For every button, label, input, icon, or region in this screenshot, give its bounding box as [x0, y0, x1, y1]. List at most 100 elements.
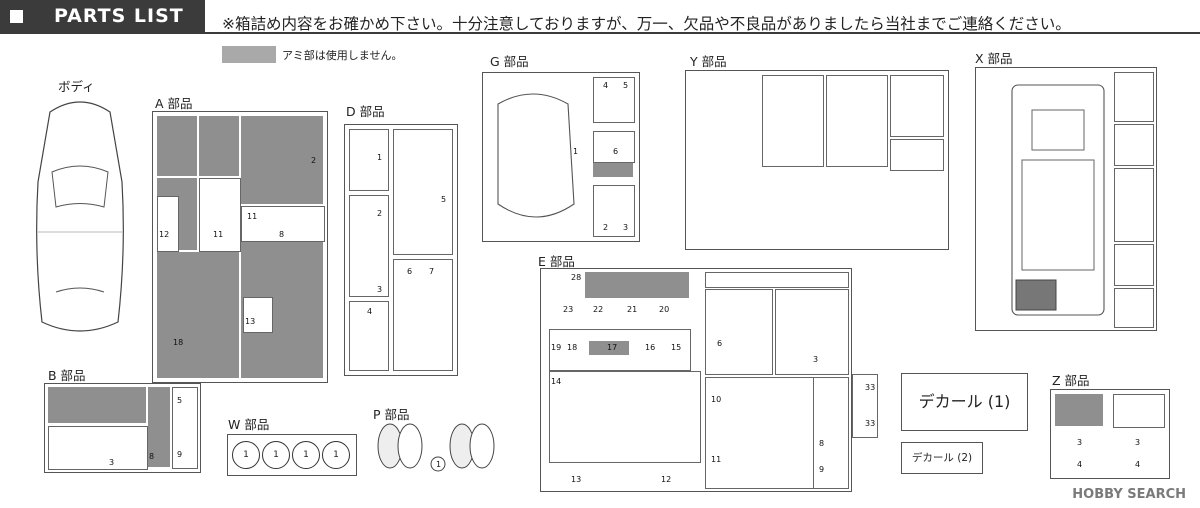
z-parts-label: Z 部品 — [1052, 373, 1090, 388]
y-part-cell — [826, 75, 888, 167]
part-number: 6 — [717, 339, 723, 348]
z-parts-runner: 3 3 4 4 — [1050, 389, 1170, 479]
x-part-cell — [1114, 168, 1154, 242]
part-number: 19 — [551, 343, 562, 352]
part-number: 13 — [571, 475, 582, 484]
part-number: 11 — [247, 212, 258, 221]
e-part-cell — [705, 272, 849, 288]
e-part-cell — [705, 377, 827, 489]
y-part-cell — [762, 75, 824, 167]
a-part-cell — [241, 206, 325, 242]
part-number: 1 — [377, 153, 383, 162]
d-parts-label: D 部品 — [346, 104, 385, 119]
d-part-cell — [349, 301, 389, 371]
g-part-cell — [593, 185, 635, 237]
p-tires-drawing — [377, 423, 495, 472]
part-number: 5 — [177, 396, 183, 405]
part-number: 12 — [661, 475, 672, 484]
part-number: 3 — [623, 223, 629, 232]
part-number: 14 — [551, 377, 562, 386]
part-number: 6 — [613, 147, 619, 156]
a-part-cell — [199, 178, 241, 252]
e-part-clear-piece: 33 33 — [852, 374, 878, 438]
part-number: 1 — [573, 147, 579, 156]
part-number: 17 — [607, 343, 618, 352]
part-number: 9 — [177, 450, 183, 459]
x-chassis-drawing — [1011, 84, 1105, 316]
z-part-cell — [1055, 394, 1103, 426]
a-parts-runner: 12 11 2 11 8 13 18 — [152, 111, 328, 383]
g-part-cell — [593, 131, 635, 163]
e-parts-label: E 部品 — [538, 254, 575, 269]
w-wheel: 1 — [292, 441, 320, 469]
d-part-cell — [393, 129, 453, 255]
y-part-cell — [890, 75, 944, 137]
brand-watermark: HOBBY SEARCH — [1072, 487, 1186, 502]
page-title: PARTS LIST — [54, 5, 184, 27]
a-part-cell — [157, 196, 179, 252]
decal-2-box: デカール (2) — [901, 442, 983, 474]
header-bar — [0, 0, 205, 34]
a-part-cell — [241, 116, 323, 204]
part-number: 8 — [819, 439, 825, 448]
b-parts-label: B 部品 — [48, 368, 86, 383]
b-part-cell — [48, 426, 148, 470]
part-number: 9 — [819, 465, 825, 474]
p-parts-label: P 部品 — [373, 407, 410, 422]
header-note: ※箱詰め内容をお確かめ下さい。十分注意しておりますが、万一、欠品や不良品がありま… — [222, 15, 1071, 33]
a-part-cell — [243, 297, 273, 333]
x-part-cell — [1114, 124, 1154, 166]
x-parts-label: X 部品 — [975, 51, 1013, 66]
part-number: 20 — [659, 305, 670, 314]
y-parts-label: Y 部品 — [690, 54, 727, 69]
a-parts-label: A 部品 — [155, 96, 193, 111]
part-number: 28 — [571, 273, 582, 282]
part-number: 18 — [173, 338, 184, 347]
x-part-cell — [1114, 244, 1154, 286]
e-part-cell — [589, 341, 629, 355]
part-number: 23 — [563, 305, 574, 314]
a-part-cell — [157, 116, 197, 176]
decal-1-box: デカール (1) — [901, 373, 1028, 431]
part-number: 4 — [1077, 460, 1083, 469]
z-part-cell — [1113, 394, 1165, 428]
w-wheel: 1 — [322, 441, 350, 469]
w-parts-label: W 部品 — [228, 417, 270, 432]
e-part-cell — [585, 272, 689, 298]
part-number: 11 — [711, 455, 722, 464]
part-number: 15 — [671, 343, 682, 352]
g-parts-label: G 部品 — [490, 54, 529, 69]
d-part-cell — [393, 259, 453, 371]
e-part-cell — [549, 371, 701, 463]
d-part-cell — [349, 195, 389, 297]
e-part-cell — [813, 377, 849, 489]
part-number: 3 — [1077, 438, 1083, 447]
part-number: 2 — [603, 223, 609, 232]
part-number: 8 — [279, 230, 285, 239]
part-number: 12 — [159, 230, 170, 239]
e-part-cell — [775, 289, 849, 375]
part-number: 13 — [245, 317, 256, 326]
part-number: 21 — [627, 305, 638, 314]
d-parts-runner: 1 2 3 4 5 6 7 — [344, 124, 458, 376]
part-number: 4 — [367, 307, 373, 316]
part-number: 16 — [645, 343, 656, 352]
a-part-cell — [199, 116, 239, 176]
b-part-cell — [148, 387, 170, 467]
part-number: 33 — [865, 383, 876, 392]
y-parts-runner — [685, 70, 949, 250]
legend-swatch — [222, 46, 276, 63]
body-shell-drawing — [36, 101, 124, 332]
x-part-cell — [1114, 288, 1154, 328]
part-number: 2 — [311, 156, 317, 165]
d-part-cell — [349, 129, 389, 191]
w-wheel: 1 — [232, 441, 260, 469]
g-part-cell — [593, 163, 633, 177]
part-number: 7 — [429, 267, 435, 276]
part-number: 10 — [711, 395, 722, 404]
part-number: 33 — [865, 419, 876, 428]
part-number: 3 — [109, 458, 115, 467]
part-number: 5 — [441, 195, 447, 204]
x-part-cell — [1114, 72, 1154, 122]
w-parts-runner: 1 1 1 1 — [227, 434, 357, 476]
